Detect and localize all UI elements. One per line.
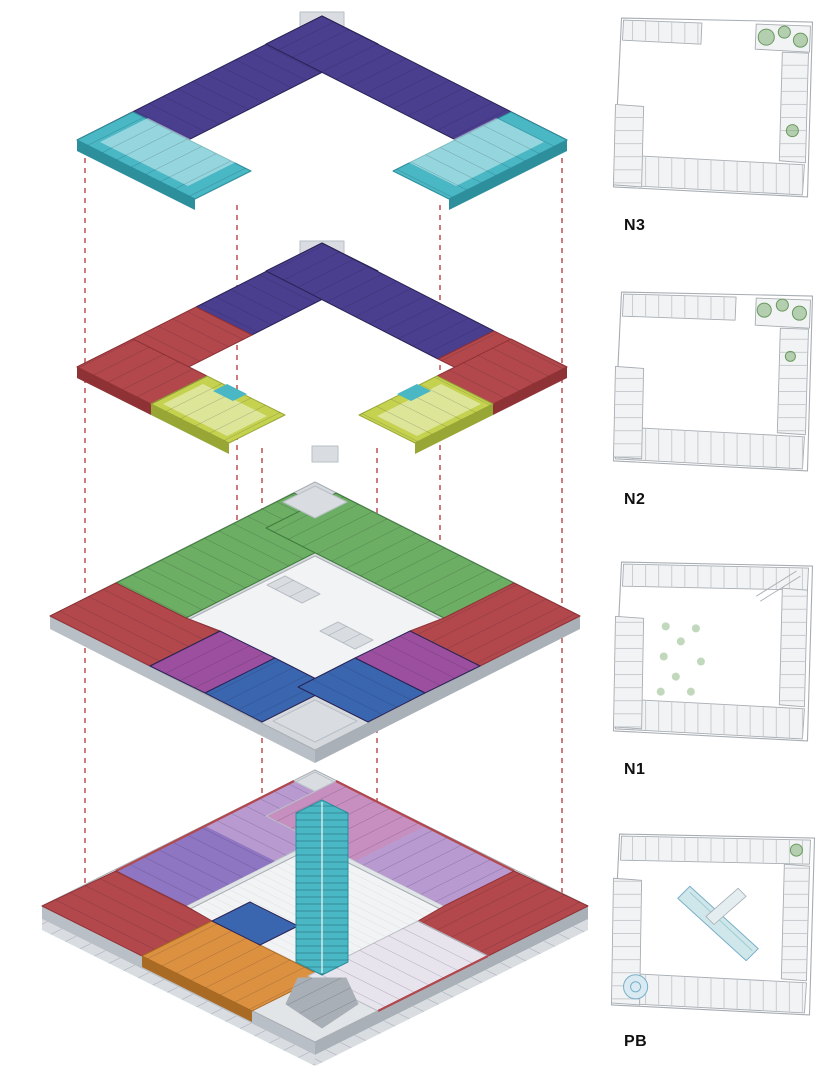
pb-plan-pool	[677, 885, 759, 962]
plan-label-n3: N3	[624, 217, 646, 234]
n1-skylight	[282, 485, 348, 519]
n2-detached-stair	[311, 445, 339, 463]
plan-label-pb: PB	[624, 1033, 648, 1050]
plan-column: N3 N2	[598, 0, 835, 1080]
n2-pool-left	[213, 384, 247, 401]
plan-label-n2: N2	[624, 491, 646, 508]
axon-level-n1	[49, 481, 581, 763]
plan-thumbnail-n2: N2	[598, 286, 835, 509]
plan-thumbnail-pb: PB	[598, 828, 835, 1051]
plan-pb-drawing	[610, 833, 816, 1016]
plan-n1-drawing	[612, 561, 814, 742]
n2-pool-right	[397, 384, 431, 401]
plan-label-n1: N1	[624, 761, 646, 778]
plan-n3-drawing	[612, 17, 814, 198]
plan-n2-drawing	[612, 291, 814, 472]
plan-thumbnail-n3: N3	[598, 12, 835, 235]
plan-thumbnail-n1: N1	[598, 556, 835, 779]
axon-level-n2	[76, 240, 568, 463]
axon-level-n3	[76, 11, 568, 210]
axon-level-pb	[41, 769, 589, 1066]
exploded-axonometric-diagram	[41, 11, 589, 1066]
n1-entry-block	[272, 699, 358, 743]
